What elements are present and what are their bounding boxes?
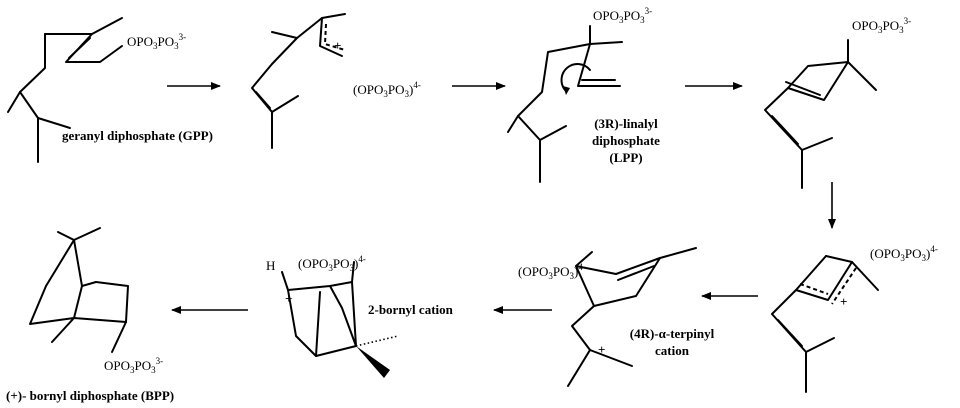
bpp-opp-group: OPO3PO33- [104,356,163,375]
hydrogen-atom-label: H [266,258,275,273]
linalyl-cation-charge: + [840,294,847,309]
terpinyl-cation-structure [567,247,697,387]
bornyl-cation-label: 2-bornyl cation [368,302,454,317]
gpp-opp-group: OPO3PO33- [127,32,186,51]
geranyl-cation-structure [251,13,346,149]
terpinyl-label-line-2: cation [655,343,690,358]
conformer-opp-group: OPO3PO33- [852,16,911,35]
ppi-counterion-1: (OPO3PO3)4- [870,244,938,263]
bornyl-cation-charge: + [285,291,292,306]
geranyl-cation-charge: + [334,38,341,53]
bpp-structure [29,227,129,353]
lpp-structure [507,25,623,183]
gpp-label: geranyl diphosphate (GPP) [62,128,213,143]
lpp-conformer-structure [764,39,877,189]
ppi-counterion-3: (OPO3PO3)4- [298,254,366,273]
lpp-label-line-3: (LPP) [609,150,642,165]
ppi-leaving-group: (OPO3PO3)4- [353,80,421,99]
bpp-label: (+)- bornyl diphosphate (BPP) [6,388,174,403]
lpp-label-line-1: (3R)-linalyl [594,116,658,131]
gpp-structure [7,17,123,163]
lpp-opp-group: OPO3PO33- [593,6,652,25]
linalyl-cation-structure [771,255,879,393]
lpp-label-line-2: diphosphate [592,133,660,148]
terpinyl-cation-charge: + [598,342,605,357]
bornyl-cation-structure [281,261,399,378]
terpinyl-label-line-1: (4R)-α-terpinyl [630,326,715,341]
ppi-counterion-2: (OPO3PO3)4- [518,262,586,281]
